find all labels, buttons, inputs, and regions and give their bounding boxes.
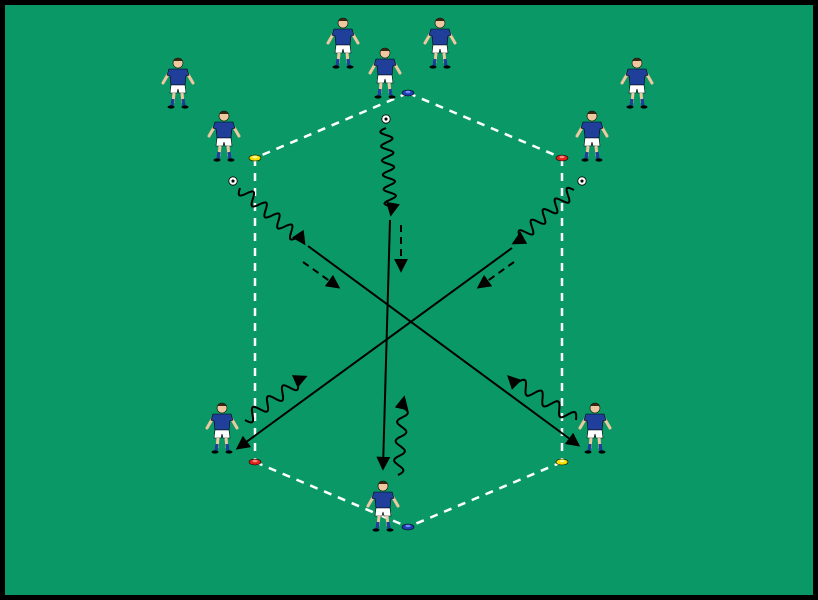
cone-icon [555, 458, 569, 466]
dribble-arrow [511, 186, 575, 245]
pass-arrow [307, 245, 581, 447]
dribble-arrow [393, 395, 409, 476]
dribble-lines [237, 127, 578, 476]
soccer-ball-icon [577, 176, 587, 186]
cone-icon [555, 154, 569, 162]
cone-icon [401, 523, 415, 531]
cone-icon [401, 89, 415, 97]
boundary-line [407, 460, 563, 529]
dribble-arrow [379, 127, 400, 217]
pass-arrow [376, 219, 391, 471]
pass-lines [235, 219, 581, 471]
cone-icon [248, 154, 262, 162]
soccer-ball-icon [228, 176, 238, 186]
hexagon-boundary [253, 91, 564, 529]
boundary-line [407, 91, 563, 160]
boundary-line [254, 460, 409, 529]
dribble-arrow [507, 375, 578, 421]
cone-icon [248, 458, 262, 466]
dribble-arrow [237, 187, 306, 246]
dribble-arrow [244, 375, 308, 424]
soccer-ball-icon [381, 114, 391, 124]
cones [248, 89, 569, 531]
run-lines [302, 225, 515, 289]
pitch [5, 5, 813, 595]
pass-arrow [235, 247, 513, 450]
boundary-line [254, 91, 409, 160]
